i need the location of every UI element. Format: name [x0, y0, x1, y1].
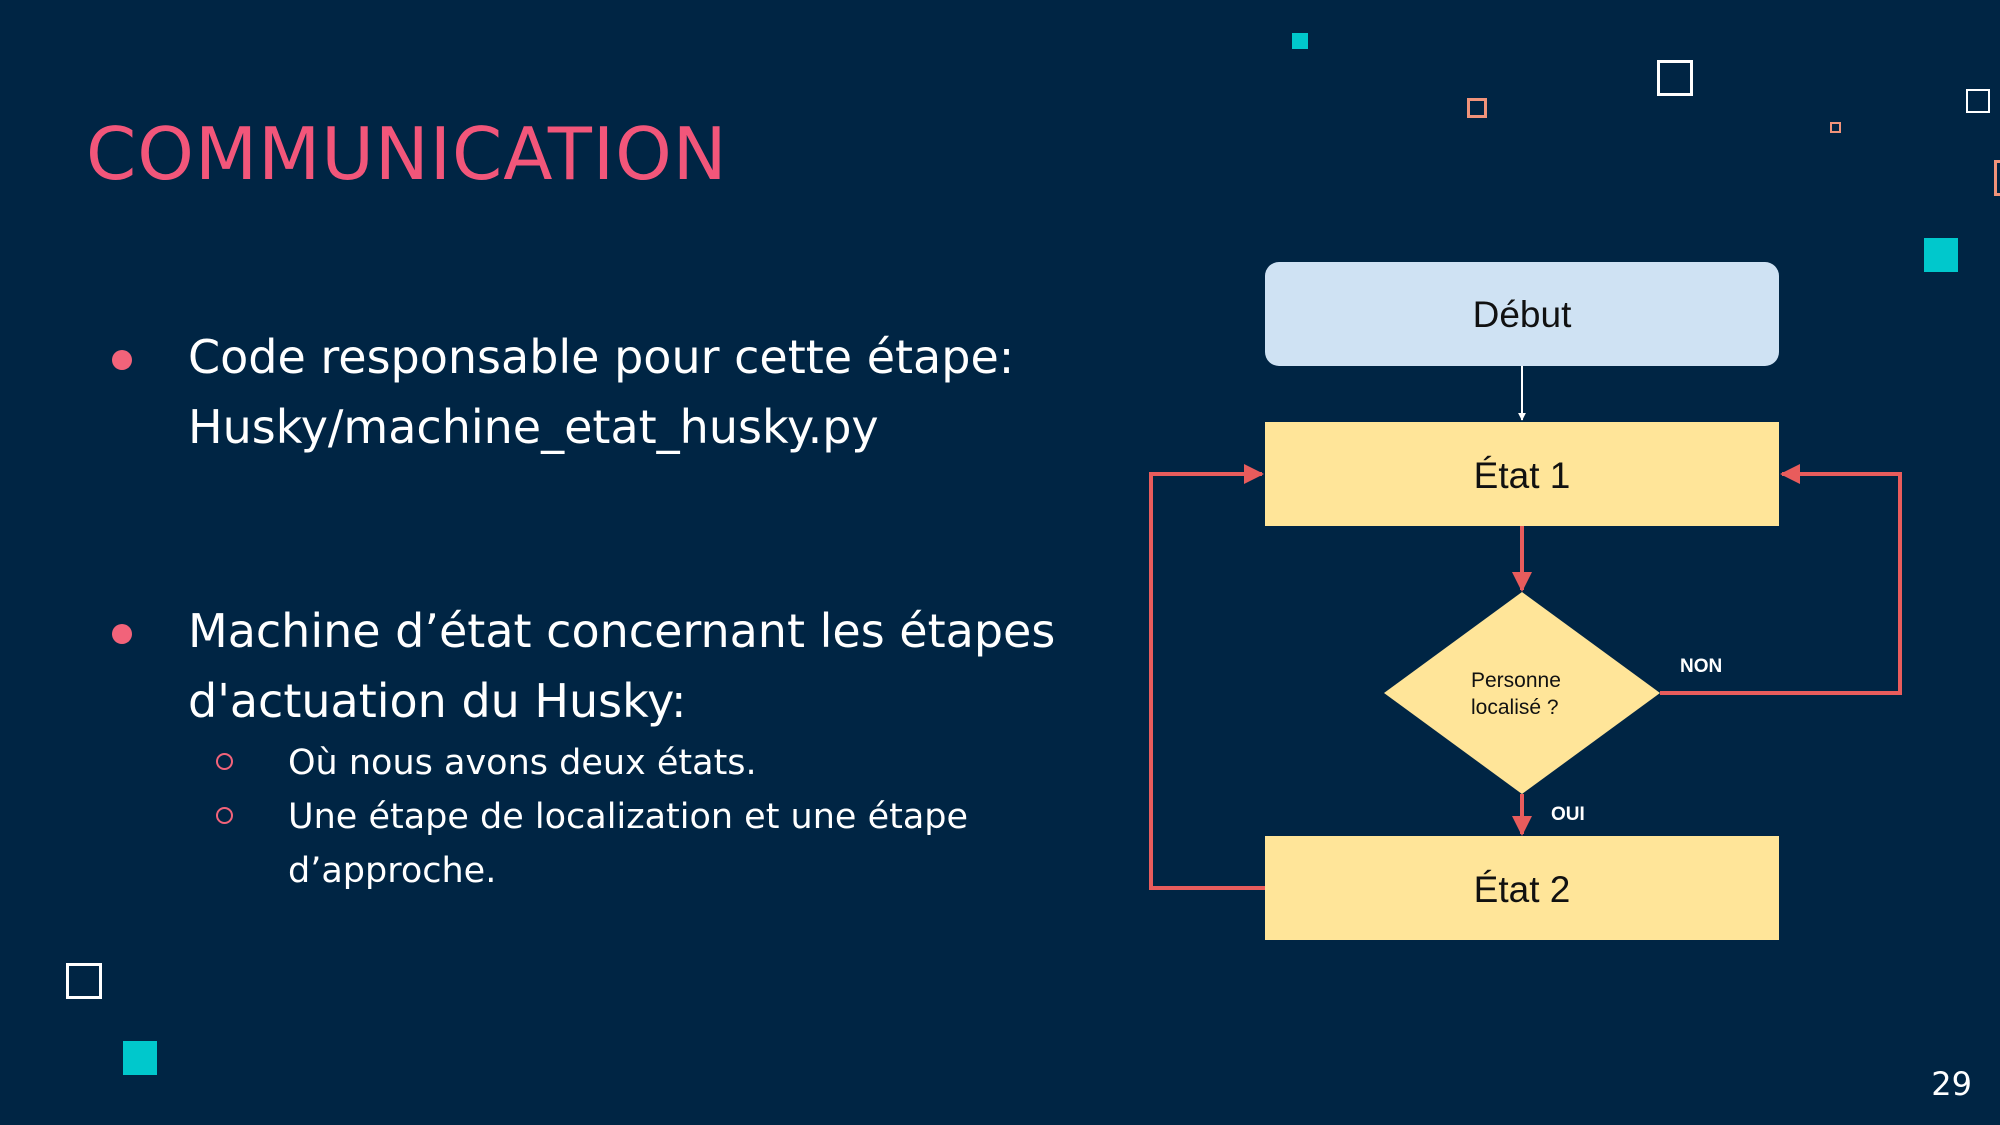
sub-bullet-item: Où nous avons deux états. [110, 736, 1070, 790]
decor-square-icon [1924, 238, 1958, 272]
decor-square-icon [1966, 89, 1990, 113]
bullet-line: d'actuation du Husky: [188, 674, 687, 728]
bullet-list: Code responsable pour cette étape: Husky… [110, 322, 1070, 898]
bullet-line: Machine d’état concernant les étapes [188, 604, 1056, 658]
state2-node: État 2 [1265, 836, 1779, 940]
decision-node: Personne localisé ? [1384, 592, 1660, 794]
bullet-dot-icon [112, 350, 132, 370]
sub-bullet-ring-icon [216, 753, 233, 770]
start-node: Début [1265, 262, 1779, 366]
bullet-line: Husky/machine_etat_husky.py [188, 400, 879, 454]
decor-square-icon [66, 963, 102, 999]
bullet-item-code: Code responsable pour cette étape: Husky… [110, 322, 1070, 462]
bullet-dot-icon [112, 624, 132, 644]
page-number: 29 [1931, 1065, 1972, 1103]
state1-node-label: État 1 [1474, 455, 1571, 496]
no-loop-arrow [1660, 464, 1902, 695]
decor-square-icon [1292, 33, 1308, 49]
state2-to-state1-loop-arrow [1149, 464, 1265, 890]
sub-bullet-item: Une étape de localization et une étape d… [110, 790, 1070, 898]
sub-bullet-line: d’approche. [288, 851, 497, 891]
sub-bullet-ring-icon [216, 807, 233, 824]
state1-node: État 1 [1265, 422, 1779, 526]
decor-square-icon [123, 1041, 157, 1075]
slide-title: COMMUNICATION [86, 112, 728, 196]
no-edge-label: NON [1680, 656, 1722, 677]
start-node-label: Début [1473, 294, 1572, 335]
sub-bullet-line: Une étape de localization et une étape [288, 797, 969, 837]
decor-square-icon [1830, 122, 1841, 133]
bullet-item-state-machine: Machine d’état concernant les étapes d'a… [110, 596, 1070, 898]
decor-square-icon [1994, 160, 2000, 196]
decor-square-icon [1657, 60, 1693, 96]
bullet-line: Code responsable pour cette étape: [188, 330, 1015, 384]
sub-bullet-line: Où nous avons deux états. [288, 743, 757, 783]
decision-label-line2: localisé ? [1471, 696, 1559, 719]
state2-node-label: État 2 [1474, 869, 1571, 910]
yes-edge-label: OUI [1551, 804, 1585, 825]
decor-square-icon [1467, 98, 1487, 118]
decision-label-line1: Personne [1471, 669, 1561, 692]
